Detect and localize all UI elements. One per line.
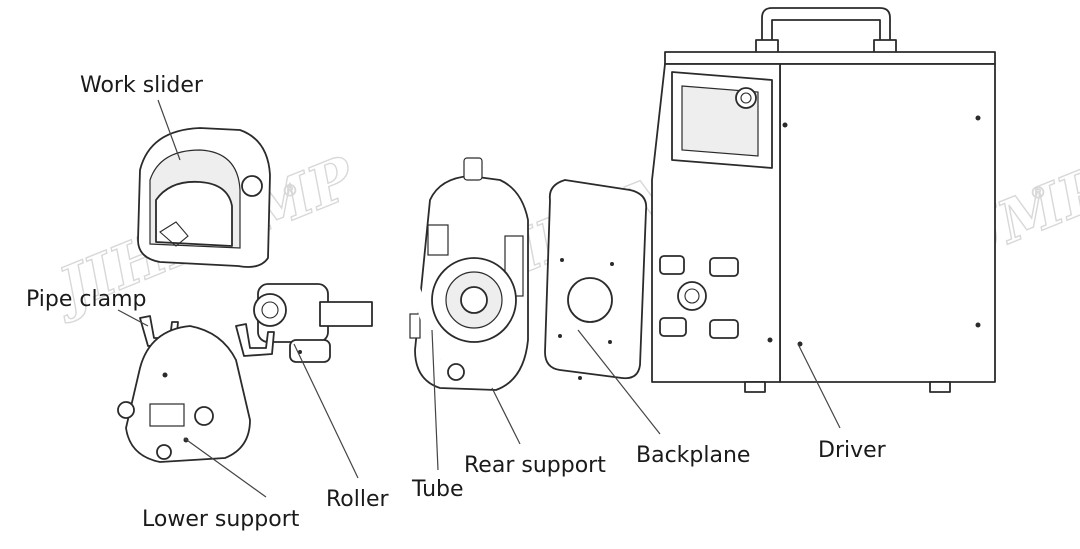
work-slider-part bbox=[137, 127, 271, 268]
label-backplane: Backplane bbox=[636, 443, 750, 468]
driver-unit bbox=[651, 7, 996, 393]
label-rear-support: Rear support bbox=[464, 453, 606, 478]
label-pipe-clamp: Pipe clamp bbox=[26, 287, 146, 312]
watermark-registered-right: ® bbox=[1030, 183, 1046, 202]
rear-support-part bbox=[409, 157, 529, 391]
lower-support-part bbox=[117, 325, 251, 463]
watermark-registered-left: ® bbox=[282, 181, 298, 200]
label-roller: Roller bbox=[326, 487, 390, 512]
label-tube: Tube bbox=[411, 477, 464, 502]
tube-part bbox=[313, 229, 445, 362]
label-work-slider: Work slider bbox=[80, 73, 204, 98]
label-lower-support: Lower support bbox=[142, 507, 300, 532]
backplane-part bbox=[544, 179, 648, 380]
leader-lines bbox=[117, 99, 841, 498]
label-driver: Driver bbox=[818, 438, 887, 463]
